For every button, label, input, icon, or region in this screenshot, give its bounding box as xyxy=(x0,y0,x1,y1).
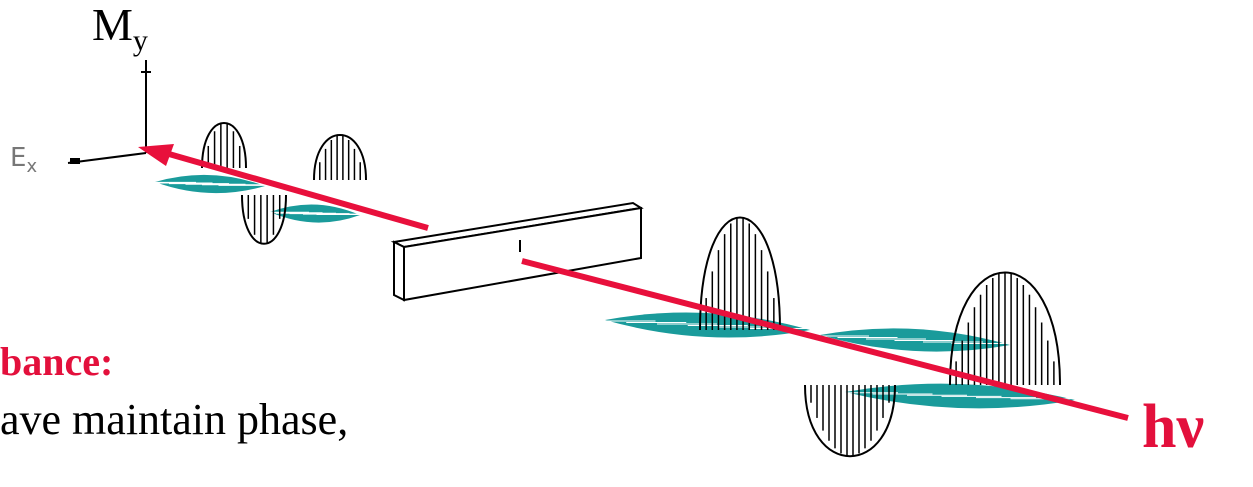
axis-label-my: My xyxy=(92,0,148,57)
sample-cell xyxy=(390,201,644,302)
wave-lobe xyxy=(241,194,287,245)
magnetic-wave xyxy=(201,122,1061,458)
section-heading: bance: xyxy=(0,339,114,384)
wave-lobe xyxy=(804,384,896,458)
photon-label: hν xyxy=(1142,393,1205,461)
wave-lobe xyxy=(949,271,1061,386)
wave-lobe xyxy=(313,134,367,181)
axis-label-ex: Ex xyxy=(10,143,38,177)
photon-arrow xyxy=(138,144,429,231)
body-text: ave maintain phase, xyxy=(0,395,349,444)
axis-ex xyxy=(67,152,147,164)
axis-my xyxy=(141,60,151,153)
incident-line xyxy=(521,258,1129,421)
electric-wave xyxy=(136,174,1075,409)
wave-lobe xyxy=(201,122,247,169)
